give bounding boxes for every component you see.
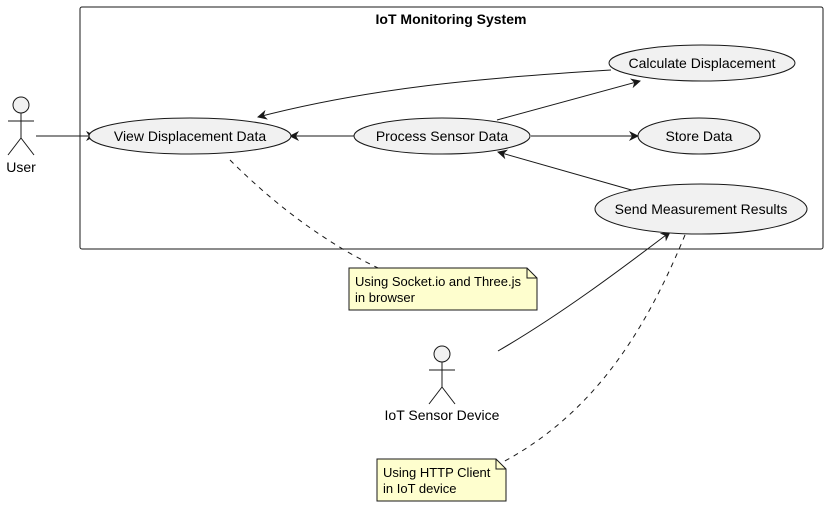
actor-head	[12, 96, 30, 114]
actor-leg-left	[428, 386, 443, 405]
actor-user[interactable]	[7, 96, 35, 156]
use-case-view-displacement[interactable]: View Displacement Data	[88, 117, 292, 155]
use-case-label: Process Sensor Data	[376, 128, 508, 144]
use-case-store-data[interactable]: Store Data	[637, 117, 761, 155]
use-case-label: Calculate Displacement	[628, 55, 775, 71]
edge-calculate-to-view	[257, 69, 612, 120]
note-link-browser	[229, 159, 379, 269]
use-case-process-sensor[interactable]: Process Sensor Data	[353, 117, 531, 155]
use-case-label: Send Measurement Results	[615, 201, 788, 217]
actor-leg-right	[441, 386, 456, 405]
actor-iot-device[interactable]	[428, 345, 456, 405]
connectors	[36, 69, 686, 463]
actor-head	[433, 345, 451, 363]
use-case-calculate-displacement[interactable]: Calculate Displacement	[608, 44, 796, 82]
note-line-2: in browser	[355, 290, 416, 305]
note-fold	[526, 268, 537, 279]
note-body	[376, 458, 507, 502]
note-line-1: Using Socket.io and Three.js	[355, 274, 521, 289]
note-line-1: Using HTTP Client	[383, 465, 491, 480]
edge-process-to-calculate	[496, 78, 641, 121]
actor-leg-right	[20, 137, 35, 156]
edge-device-to-send	[497, 231, 671, 352]
use-case-label: Store Data	[666, 128, 733, 144]
edge-send-to-process	[497, 149, 636, 192]
use-case-send-measurement[interactable]: Send Measurement Results	[594, 183, 808, 235]
actor-leg-left	[7, 137, 22, 156]
system-title: IoT Monitoring System	[376, 11, 527, 27]
actor-iot-device-label: IoT Sensor Device	[385, 407, 500, 423]
note-link-device	[502, 234, 686, 463]
note-fold	[495, 459, 506, 470]
note-line-2: in IoT device	[383, 481, 456, 496]
actor-user-label: User	[6, 159, 36, 175]
note-body	[348, 267, 538, 311]
use-case-label: View Displacement Data	[114, 128, 266, 144]
note-browser: Using Socket.io and Three.js in browser	[348, 267, 538, 311]
note-device: Using HTTP Client in IoT device	[376, 458, 507, 502]
